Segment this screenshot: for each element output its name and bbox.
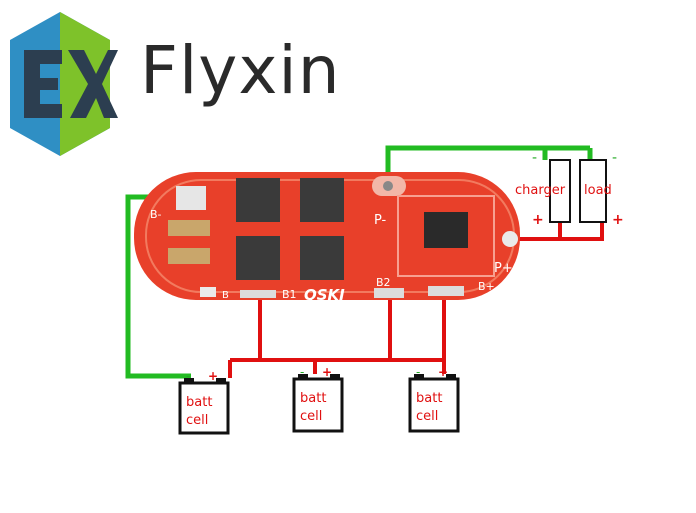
cell-line2: cell	[300, 409, 322, 424]
cell-line2: cell	[416, 409, 438, 424]
label-b2: B2	[376, 276, 391, 289]
battery-cell: - + batt cell	[178, 369, 230, 435]
ex-hexagon-logo	[10, 12, 118, 156]
cell-minus: -	[186, 369, 190, 383]
charger-plus: +	[532, 212, 544, 228]
pad-b-minus	[176, 186, 206, 210]
pad-p-plus	[502, 231, 518, 247]
control-chip	[424, 212, 468, 248]
label-p-minus: P-	[374, 213, 387, 228]
pad-b2	[374, 288, 404, 298]
positive-wires	[228, 222, 604, 378]
label-b: B	[222, 290, 229, 301]
load-block	[579, 159, 607, 223]
brand-name: Flyxin	[140, 32, 341, 109]
mosfet	[300, 236, 344, 280]
cell-line1: batt	[416, 391, 442, 406]
load-label: load	[584, 183, 612, 198]
load-plus: +	[612, 212, 624, 228]
label-p-plus: P+	[494, 261, 513, 276]
cell-plus: +	[438, 365, 448, 379]
battery-cell: - + batt cell	[292, 365, 344, 433]
resistor	[168, 248, 210, 264]
cell-line2: cell	[186, 413, 208, 428]
charger-label: charger	[515, 183, 566, 198]
mosfet	[236, 178, 280, 222]
bms-board: B- P- P+ B B1 B2 B+ QSKJ	[134, 172, 520, 304]
resistor	[168, 220, 210, 236]
label-b1: B1	[282, 288, 297, 301]
charger-minus: -	[532, 150, 537, 166]
cell-minus: -	[416, 365, 420, 379]
cell-plus: +	[322, 365, 332, 379]
mosfet	[236, 236, 280, 280]
load-minus: -	[612, 150, 617, 166]
cell-minus: -	[300, 365, 304, 379]
pad-b-plus	[428, 286, 464, 296]
mosfet	[300, 178, 344, 222]
output-blocks: charger load - - + +	[515, 150, 624, 228]
cell-plus: +	[208, 369, 218, 383]
charger-block	[549, 159, 571, 223]
cell-line1: batt	[300, 391, 326, 406]
board-marking: QSKJ	[304, 286, 345, 304]
pad-b1	[240, 290, 276, 298]
label-b-plus: B+	[478, 280, 495, 293]
battery-cell: - + batt cell	[408, 365, 460, 433]
cell-line1: batt	[186, 395, 212, 410]
label-b-minus: B-	[150, 208, 162, 221]
